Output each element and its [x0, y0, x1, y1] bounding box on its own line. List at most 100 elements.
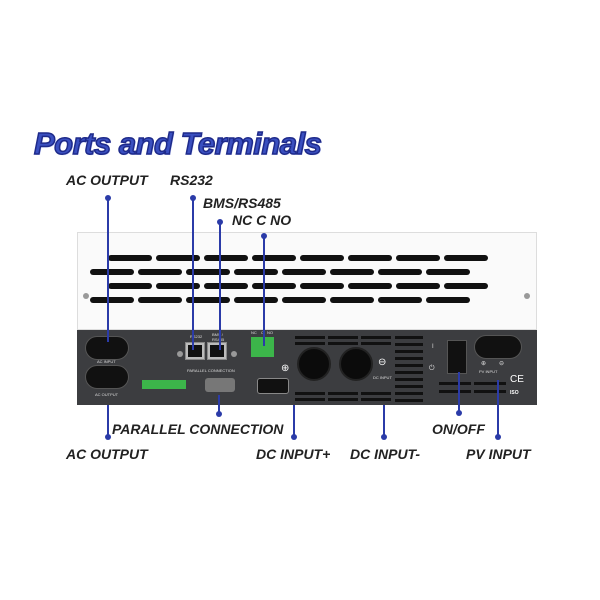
vent-slot: [395, 392, 423, 395]
vent-slot: [204, 255, 248, 261]
callout-ac-output-bottom: AC OUTPUT: [66, 446, 148, 462]
vent-slot: [156, 255, 200, 261]
vent-slot: [395, 399, 423, 402]
parallel-label: PARALLEL CONNECTION: [187, 368, 235, 373]
vent-slot: [252, 255, 296, 261]
vent-slot: [439, 382, 471, 385]
dc-input-plus-terminal: [297, 347, 331, 381]
ac-output-port: [85, 365, 129, 389]
callout-on-off: ON/OFF: [432, 421, 485, 437]
leader-line: [497, 380, 499, 437]
vent-slot: [328, 398, 358, 401]
leader-line: [192, 198, 194, 350]
vent-slot: [395, 364, 423, 367]
callout-pv-input: PV INPUT: [466, 446, 531, 462]
vent-slot: [378, 297, 422, 303]
vent-slot: [300, 283, 344, 289]
device-rear-panel: AC INPUT AC OUTPUT RS232 BMS / RS485 NC …: [77, 330, 537, 405]
vent-slot: [474, 390, 506, 393]
leader-line: [458, 372, 460, 413]
vent-slot: [90, 269, 134, 275]
leader-dot: [291, 434, 297, 440]
rs232-label: RS232: [190, 334, 203, 339]
power-icon: ⏻: [429, 365, 435, 372]
leader-dot: [495, 434, 501, 440]
vent-slot: [348, 255, 392, 261]
vent-slot: [295, 336, 325, 339]
bms-label: BMS / RS485: [212, 332, 224, 342]
vent-slot: [426, 297, 470, 303]
c-label: C: [261, 330, 264, 335]
leader-dot: [190, 195, 196, 201]
vent-slot: [186, 297, 230, 303]
iso-mark: ISO: [510, 390, 519, 396]
vent-slot: [361, 398, 391, 401]
leader-dot: [105, 434, 111, 440]
vent-slot: [328, 392, 358, 395]
parallel-db-port-2: [257, 378, 289, 394]
vent-slot: [439, 390, 471, 393]
vent-slot: [330, 297, 374, 303]
parallel-db-port: [205, 378, 235, 392]
vent-slot: [186, 269, 230, 275]
callout-dc-input-minus: DC INPUT-: [350, 446, 420, 462]
page-title: Ports and Terminals: [33, 125, 322, 162]
vent-slot: [328, 342, 358, 345]
vent-slot: [444, 283, 488, 289]
no-label: NO: [267, 330, 273, 335]
vent-slot: [328, 336, 358, 339]
rs232-port: [185, 342, 205, 360]
vent-slot: [282, 269, 326, 275]
dry-contact-terminal: [251, 337, 274, 357]
on-off-switch[interactable]: [447, 340, 467, 374]
pv-plus-symbol: ⊕: [481, 361, 487, 367]
vent-slot: [295, 342, 325, 345]
vent-slot: [234, 269, 278, 275]
leader-dot: [216, 411, 222, 417]
callout-ac-output-top: AC OUTPUT: [66, 172, 148, 188]
vent-slot: [295, 398, 325, 401]
callout-parallel-connection: PARALLEL CONNECTION: [112, 421, 284, 437]
leader-dot: [456, 410, 462, 416]
vent-slot: [361, 342, 391, 345]
dc-plus-symbol: ⊕: [281, 363, 290, 374]
vent-slot: [348, 283, 392, 289]
vent-slot: [361, 392, 391, 395]
vent-slot: [252, 283, 296, 289]
on-symbol: I: [432, 344, 434, 350]
screw: [177, 351, 183, 357]
vent-slot: [204, 283, 248, 289]
pv-input-port: [474, 335, 522, 359]
nc-label: NC: [251, 330, 257, 335]
vent-slot: [396, 283, 440, 289]
screw: [231, 351, 237, 357]
leader-dot: [261, 233, 267, 239]
leader-line: [107, 198, 109, 342]
pv-minus-symbol: ⊖: [499, 361, 505, 367]
vent-slot: [378, 269, 422, 275]
leader-line: [383, 405, 385, 437]
leader-line: [219, 222, 221, 350]
device-top-panel: [77, 232, 537, 330]
vent-slot: [395, 378, 423, 381]
callout-dc-input-plus: DC INPUT+: [256, 446, 331, 462]
vent-slot: [395, 350, 423, 353]
pv-input-label: PV INPUT: [479, 369, 498, 374]
dc-input-label: DC INPUT: [373, 375, 392, 380]
ac-output-label: AC OUTPUT: [95, 392, 119, 397]
ce-mark: CE: [510, 374, 524, 385]
ac-input-label: AC INPUT: [97, 359, 116, 364]
vent-slot: [426, 269, 470, 275]
vent-slot: [361, 336, 391, 339]
parallel-terminal: [142, 380, 186, 389]
vent-slot: [138, 269, 182, 275]
vent-slot: [108, 283, 152, 289]
vent-slot: [395, 357, 423, 360]
vent-slot: [156, 283, 200, 289]
leader-dot: [381, 434, 387, 440]
leader-line: [218, 395, 220, 414]
leader-line: [263, 236, 265, 346]
vent-slot: [90, 297, 134, 303]
vent-slot: [474, 382, 506, 385]
vent-slot: [138, 297, 182, 303]
